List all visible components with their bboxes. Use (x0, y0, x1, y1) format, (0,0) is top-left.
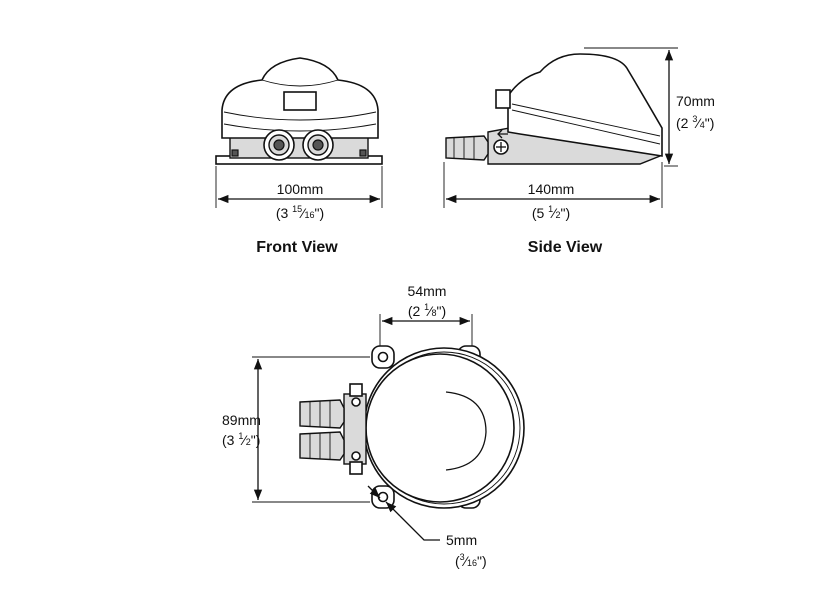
side-view-title: Side View (528, 239, 603, 256)
side-view-drawing (445, 53, 663, 165)
side-width-imperial: (5 1⁄2") (532, 204, 570, 221)
top-height-imperial: (3 1⁄2") (222, 431, 260, 448)
top-width-metric: 54mm (408, 283, 447, 299)
hole-metric: 5mm (446, 532, 477, 548)
mount-ear-top-left (371, 345, 395, 369)
side-width-metric: 140mm (528, 181, 575, 197)
front-port-left (263, 129, 295, 161)
top-height-metric: 89mm (222, 412, 261, 428)
front-width-dimension: 100mm (3 15⁄16") (215, 166, 383, 221)
top-height-dimension: 89mm (3 1⁄2") (222, 356, 370, 503)
side-hose-barb (445, 135, 489, 161)
mount-ear-bottom-left (371, 485, 395, 509)
top-width-dimension: 54mm (2 1⁄8") (379, 283, 473, 346)
top-width-imperial: (2 1⁄8") (408, 302, 446, 319)
front-port-right (302, 129, 334, 161)
side-height-imperial: (2 3⁄4") (676, 114, 714, 131)
front-width-imperial: (3 15⁄16") (276, 204, 324, 221)
side-height-dimension: 70mm (2 3⁄4") (584, 47, 715, 167)
hole-imperial: (3⁄16") (455, 552, 487, 569)
top-hose-barb-upper (299, 399, 345, 429)
front-view-drawing (215, 57, 383, 165)
side-height-metric: 70mm (676, 93, 715, 109)
top-hose-barb-lower (299, 431, 345, 461)
hole-diameter-leader: 5mm (3⁄16") (367, 485, 487, 569)
front-view-title: Front View (256, 239, 338, 256)
top-view-drawing (299, 345, 525, 509)
front-width-metric: 100mm (277, 181, 324, 197)
side-width-dimension: 140mm (5 1⁄2") (443, 162, 663, 221)
